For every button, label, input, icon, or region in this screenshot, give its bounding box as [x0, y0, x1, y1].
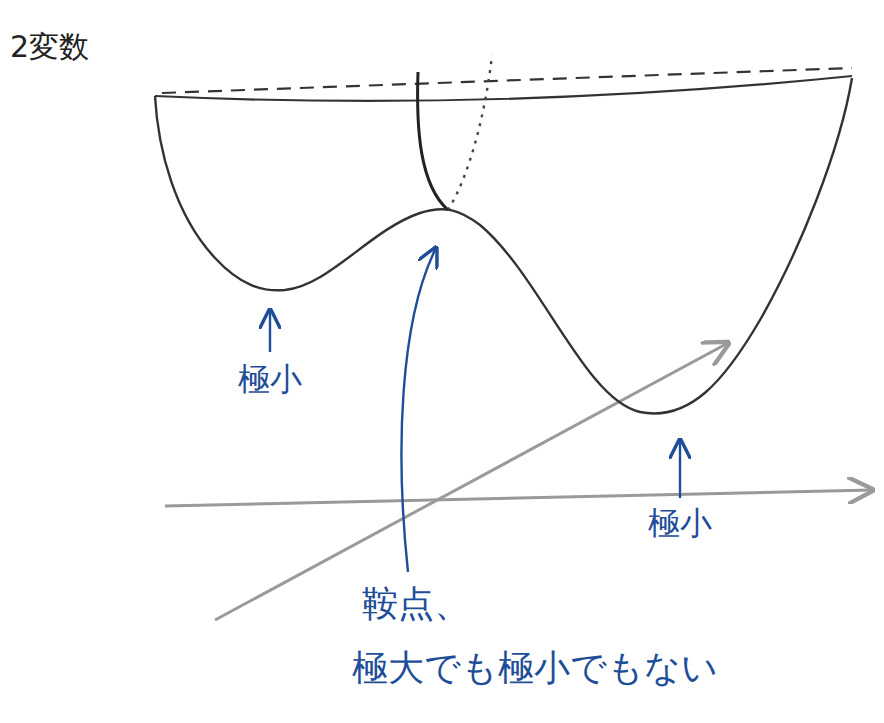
leader-arrow: [401, 248, 436, 572]
title-note: 2変数: [10, 30, 89, 63]
leader-arrow: [679, 440, 681, 498]
minimum-label: 極小: [648, 506, 712, 541]
saddle-note: 極大でも極小でもない: [352, 648, 718, 688]
surface-profile: [155, 78, 852, 413]
rim-back: [162, 68, 852, 93]
leader-arrow: [269, 310, 271, 352]
saddle-section: [418, 72, 448, 210]
saddle-label: 鞍点、: [362, 584, 470, 624]
x-axis: [165, 490, 872, 506]
saddle-section-hidden: [448, 55, 492, 210]
rim-front: [155, 76, 852, 101]
minimum-label: 極小: [238, 362, 302, 397]
y-axis: [215, 343, 728, 620]
